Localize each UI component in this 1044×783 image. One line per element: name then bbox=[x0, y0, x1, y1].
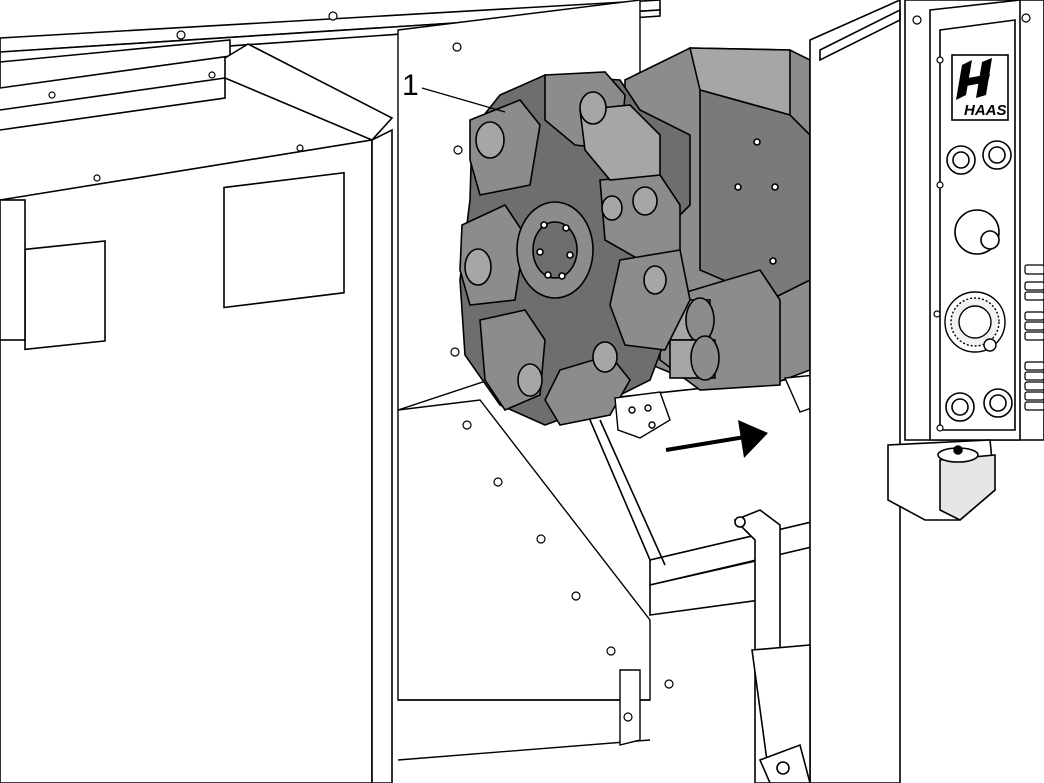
pendant-screws bbox=[912, 13, 1031, 432]
pendant-buttons bbox=[945, 140, 1013, 422]
enclosure-left bbox=[0, 0, 661, 783]
callout-1: 1 bbox=[402, 69, 506, 113]
jog-handwheel-icon[interactable] bbox=[944, 291, 1006, 353]
divider-panel bbox=[733, 0, 901, 783]
haas-logo-icon: HAAS bbox=[951, 54, 1009, 121]
tool-turret bbox=[459, 71, 691, 426]
screw-group bbox=[48, 11, 700, 722]
keypad bbox=[1024, 264, 1044, 411]
callout-label: 1 bbox=[402, 69, 419, 102]
logo-text: HAAS bbox=[964, 102, 1007, 119]
right-arrow-icon bbox=[665, 420, 768, 458]
